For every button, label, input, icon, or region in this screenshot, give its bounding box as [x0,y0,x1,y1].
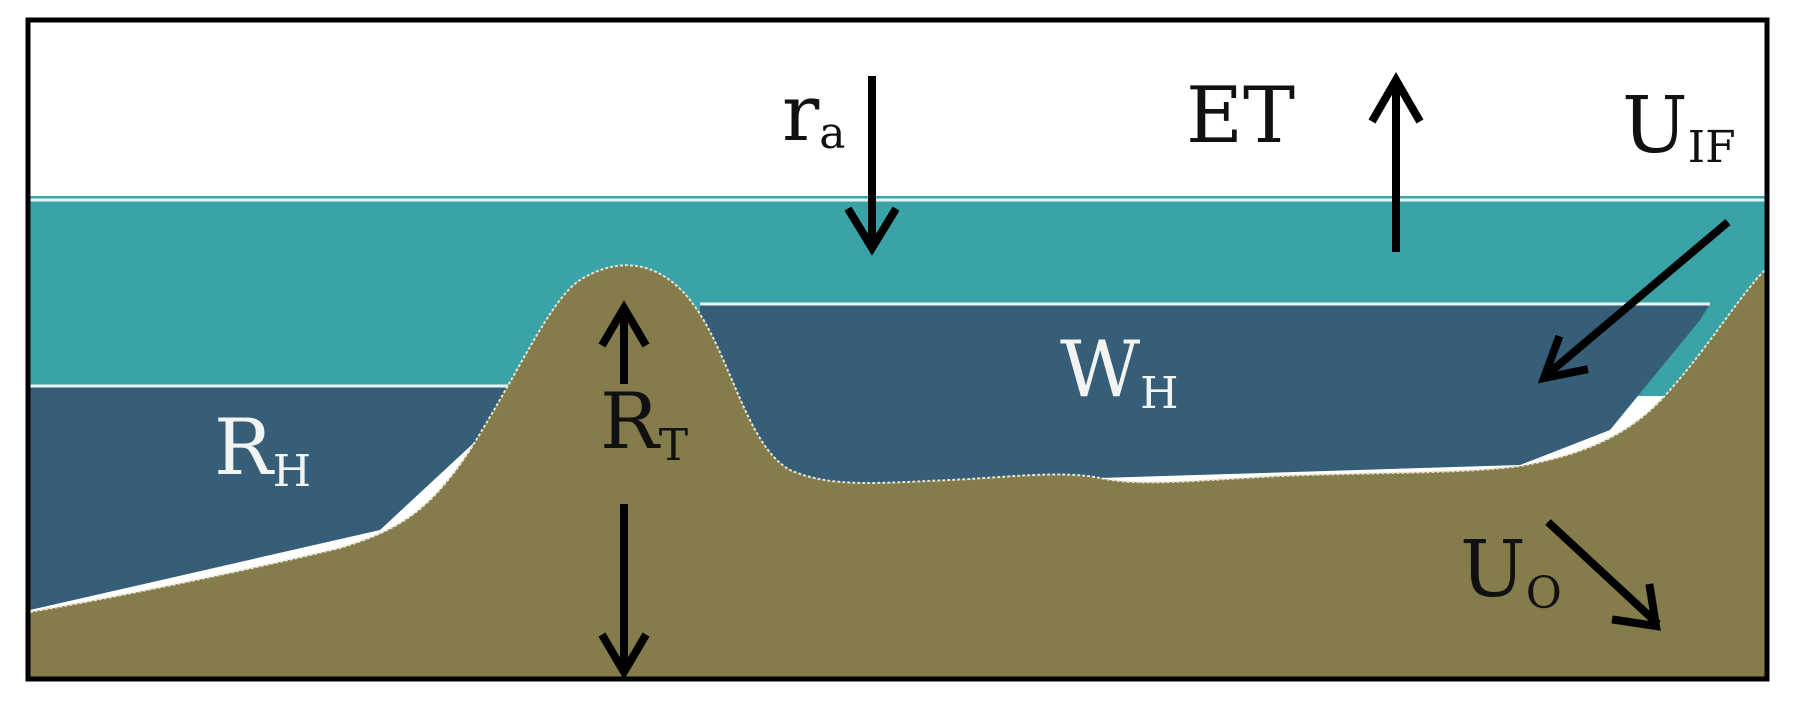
label-rh-main: R [214,403,275,493]
label-et-main: ET [1186,71,1295,161]
label-rh-sub: H [273,446,311,497]
label-uif-main: U [1622,81,1688,171]
label-rt: RT [600,377,688,471]
arrow-down-right-icon [1545,519,1661,631]
label-ra-main: r [782,69,820,159]
label-wh-sub: H [1140,368,1178,419]
label-uo-sub: O [1526,568,1562,619]
label-ra: ra [782,69,846,159]
label-uif-sub: IF [1688,122,1736,173]
diagram-frame [25,17,1770,682]
label-rh: RH [214,403,311,497]
arrow-down-left-icon [1537,218,1731,384]
label-et: ET [1186,71,1295,161]
label-wh: WH [1060,325,1179,419]
label-uo-main: U [1460,525,1526,615]
terrain [30,265,1765,677]
label-wh-main: W [1060,325,1140,415]
terrain-outline [29,264,1766,613]
label-uif: UIF [1622,81,1736,173]
label-rt-main: R [600,377,661,467]
arrow-down-icon [844,76,900,256]
arrow-up-icon [1368,72,1424,252]
label-rt-sub: T [659,420,688,471]
label-uo: UO [1460,525,1562,619]
left-pool-water [30,386,520,610]
arrow-up-icon [598,300,650,384]
arrow-down-icon [598,504,650,680]
right-pool-water [700,304,1710,485]
label-ra-sub: a [819,108,845,159]
